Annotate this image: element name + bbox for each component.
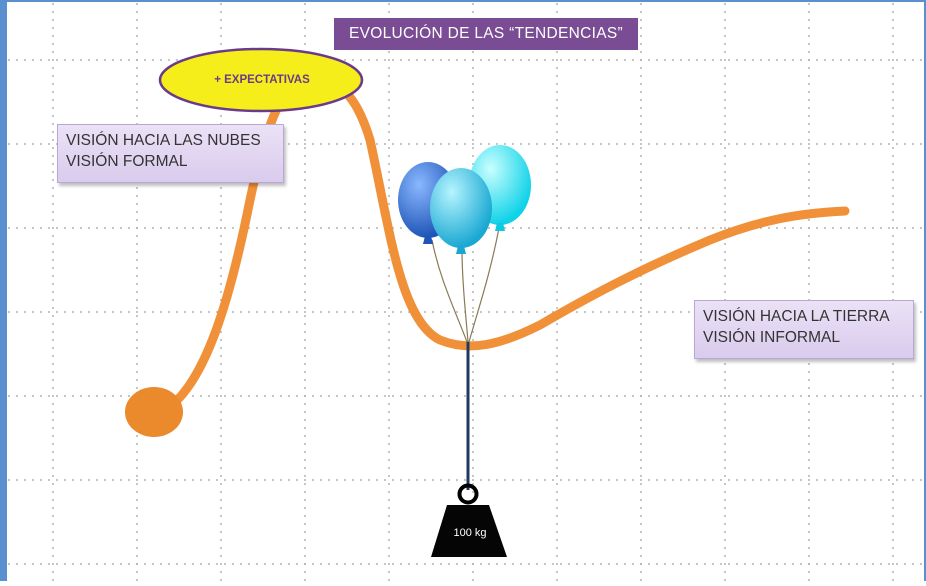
weight-icon — [431, 483, 507, 557]
start-blob — [125, 387, 183, 437]
note-formal-line1: VISIÓN HACIA LAS NUBES — [66, 132, 261, 149]
diagram-title: EVOLUCIÓN DE LAS “TENDENCIAS” — [334, 18, 638, 50]
note-informal-vision: VISIÓN HACIA LA TIERRA VISIÓN INFORMAL — [694, 300, 914, 359]
balloon-strings — [431, 227, 500, 343]
expectations-ellipse — [158, 47, 364, 113]
weight-label: 100 kg — [453, 527, 487, 539]
expectations-label: + EXPECTATIVAS — [214, 74, 310, 86]
trend-curve — [160, 74, 850, 415]
note-formal-line2: VISIÓN FORMAL — [66, 153, 188, 170]
note-informal-line1: VISIÓN HACIA LA TIERRA — [703, 308, 890, 325]
note-informal-line2: VISIÓN INFORMAL — [703, 329, 840, 346]
note-formal-vision: VISIÓN HACIA LAS NUBES VISIÓN FORMAL — [57, 124, 284, 183]
balloon-cyan — [430, 168, 492, 254]
dotted-grid — [7, 2, 924, 581]
